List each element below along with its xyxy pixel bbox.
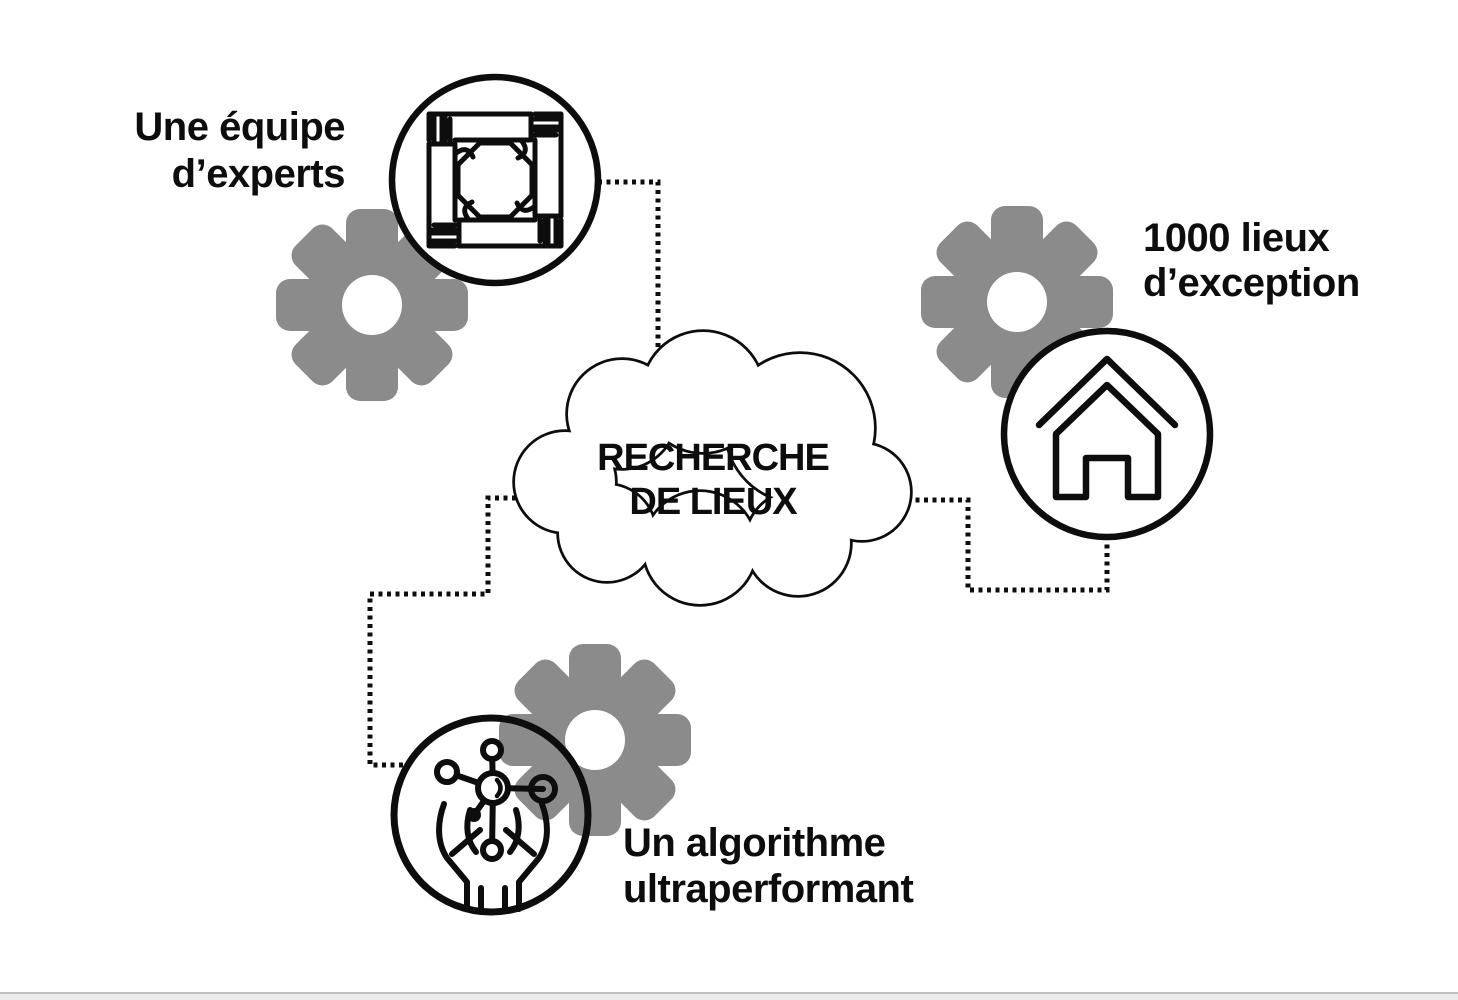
gear-icon bbox=[499, 644, 691, 836]
team-label-line1: Une équipe bbox=[134, 105, 345, 149]
places-label-line2: d’exception bbox=[1143, 261, 1360, 305]
algorithm-label: Un algorithme ultraperformant bbox=[623, 820, 983, 912]
cloud-title-line2: DE LIEUX bbox=[629, 481, 797, 523]
connector-cloud-to-places bbox=[890, 497, 1110, 593]
places-label: 1000 lieux d’exception bbox=[1143, 216, 1443, 306]
connector-cloud-to-algorithm bbox=[367, 495, 516, 768]
dotted-connector bbox=[367, 179, 1110, 768]
team-label: Une équipe d’experts bbox=[85, 104, 345, 198]
page-bottom-bar bbox=[0, 992, 1458, 1000]
hands-molecule-icon bbox=[434, 738, 558, 912]
house-icon bbox=[1035, 355, 1179, 501]
cloud-title: RECHERCHE DE LIEUX bbox=[563, 436, 863, 524]
connector-team-to-cloud bbox=[598, 179, 661, 348]
algorithm-circle bbox=[390, 714, 592, 916]
cloud-shape bbox=[512, 329, 913, 607]
cloud-title-line1: RECHERCHE bbox=[597, 437, 830, 479]
places-label-line1: 1000 lieux bbox=[1143, 216, 1330, 260]
teamwork-hands-icon bbox=[429, 114, 561, 246]
algorithm-label-line1: Un algorithme bbox=[623, 821, 886, 865]
team-circle bbox=[388, 73, 602, 287]
team-label-line2: d’experts bbox=[171, 152, 346, 196]
algorithm-label-line2: ultraperformant bbox=[623, 867, 914, 911]
